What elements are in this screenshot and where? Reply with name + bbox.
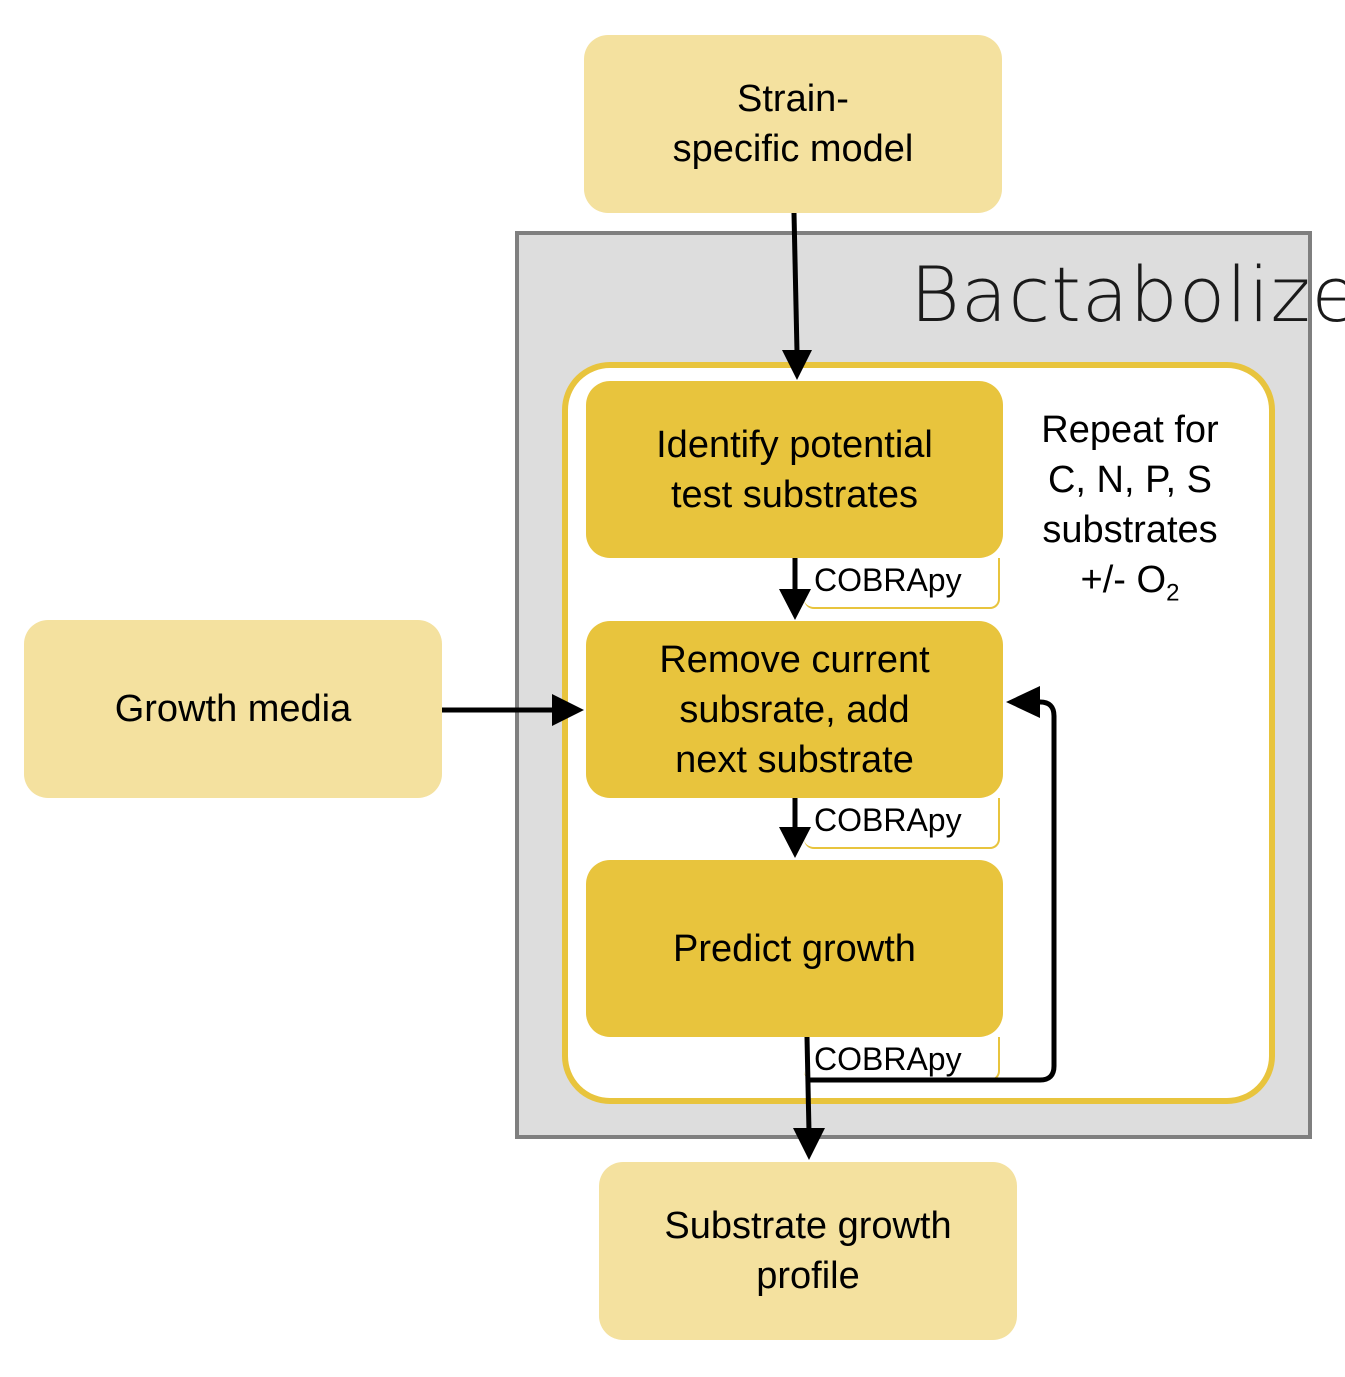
node-strain-model: Strain- specific model bbox=[584, 35, 1002, 213]
node-predict-label: Predict growth bbox=[673, 927, 916, 970]
oxygen-subscript: 2 bbox=[1166, 579, 1180, 607]
node-predict-growth: Predict growth bbox=[586, 860, 1003, 1037]
node-output-label: Substrate growth profile bbox=[664, 1205, 952, 1297]
arrow-predict-to-output bbox=[793, 1036, 825, 1160]
arrow-identify-to-remove bbox=[779, 558, 811, 620]
tool-label-cobrapy-1: COBRApy bbox=[804, 558, 1000, 609]
node-growth-media-label: Growth media bbox=[114, 688, 352, 730]
tool-label-cobrapy-3: COBRApy bbox=[804, 1037, 1000, 1081]
repeat-note-text: Repeat for C, N, P, S substrates +/- O bbox=[1041, 409, 1219, 601]
node-strain-model-label: Strain- specific model bbox=[672, 78, 914, 170]
arrow-model-to-identify bbox=[782, 212, 812, 380]
node-identify-label: Identify potential test substrates bbox=[656, 423, 933, 516]
tool-label-cobrapy-2: COBRApy bbox=[804, 798, 1000, 849]
bactabolize-logo: Bactabolize bbox=[910, 250, 1345, 339]
node-output-profile: Substrate growth profile bbox=[599, 1162, 1017, 1340]
arrow-media-to-remove bbox=[442, 694, 584, 726]
arrow-remove-to-predict bbox=[779, 798, 811, 858]
node-remove-substrate: Remove current subsrate, add next substr… bbox=[586, 621, 1003, 798]
arrow-loop-back bbox=[809, 686, 1057, 1083]
node-growth-media: Growth media bbox=[24, 620, 442, 798]
node-remove-label: Remove current subsrate, add next substr… bbox=[659, 638, 930, 781]
node-identify-substrates: Identify potential test substrates bbox=[586, 381, 1003, 558]
repeat-note: Repeat for C, N, P, S substrates +/- O2 bbox=[1010, 405, 1250, 619]
